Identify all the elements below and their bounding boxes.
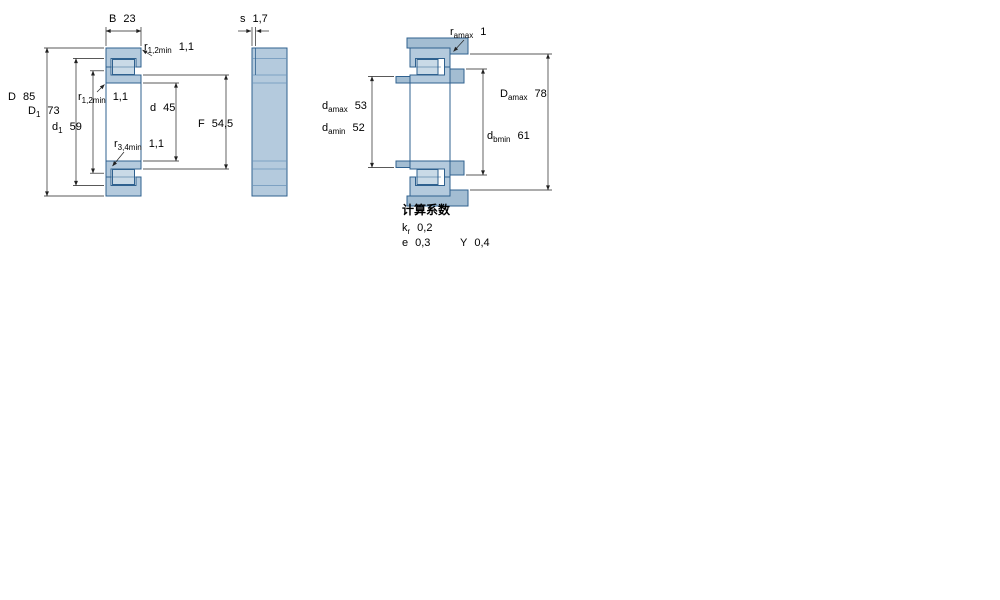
factor-symbol: e: [402, 237, 409, 249]
factor-symbol: k: [402, 222, 408, 234]
dim-symbol: D: [8, 91, 16, 103]
leader-ramax: [453, 39, 465, 52]
dim-subscript: amax: [507, 93, 528, 103]
dim-symbol: d: [487, 130, 494, 142]
dim-value: 1: [480, 26, 487, 38]
outer-ring-top-section: [409, 47, 451, 68]
dim-subscript: amax: [328, 105, 348, 115]
outer-ring-bottom-section: [409, 176, 451, 197]
factor-e: e 0,3: [402, 237, 430, 251]
shaft-shoulder-bottom: [395, 160, 411, 168]
shaft-shoulder-top: [395, 76, 411, 84]
factor-value: 0,2: [417, 222, 433, 234]
dim-label-F: F 54,5: [198, 118, 233, 132]
factor-subscript: r: [407, 227, 411, 237]
leader-r34: [112, 151, 125, 167]
dimension-lines: [44, 27, 552, 197]
abutment-collar-top: [449, 68, 465, 84]
dim-value: 45: [163, 102, 176, 114]
dim-label-d1: d1 59: [52, 121, 82, 135]
dim-value: 1,1: [112, 91, 128, 103]
dim-value: 1,1: [178, 41, 194, 53]
dim-symbol: F: [198, 118, 205, 130]
dim-symbol: d: [52, 121, 59, 133]
leader-r12-top: [142, 49, 153, 57]
dim-value: 61: [517, 130, 530, 142]
factor-kr: kr 0,2: [402, 222, 432, 236]
dim-symbol: r: [450, 26, 454, 38]
calculation-factors-heading: 计算系数: [402, 203, 451, 217]
mounted-bearing-section: [409, 47, 451, 197]
dim-label-r12-left: r1,2min 1,1: [78, 91, 128, 105]
dim-symbol: d: [322, 122, 329, 134]
dim-value: 54,5: [211, 118, 234, 130]
dim-label-s: s 1,7: [240, 13, 268, 27]
dim-label-D: D 85: [8, 91, 35, 105]
abutment-collar-bottom: [449, 160, 465, 176]
dim-subscript: amax: [453, 31, 474, 41]
dim-symbol: d: [150, 102, 157, 114]
dim-symbol: r: [114, 138, 118, 150]
dim-label-r34: r3,4min 1,1: [114, 138, 164, 152]
dim-label-B: B 23: [109, 13, 136, 27]
cross-section-view: [105, 47, 142, 197]
dim-value: 1,7: [252, 13, 268, 25]
dim-label-damin: damin 52: [322, 122, 365, 136]
factor-value: 0,4: [474, 237, 490, 249]
dim-symbol: B: [109, 13, 117, 25]
side-view-ring-edges: [252, 58, 287, 186]
dim-symbol: D: [500, 88, 508, 100]
dim-label-dbmin: dbmin 61: [487, 130, 530, 144]
dim-symbol: r: [78, 91, 82, 103]
dim-symbol: r: [144, 41, 148, 53]
dim-value: 52: [352, 122, 365, 134]
dim-value: 53: [354, 100, 367, 112]
dim-subscript: 1,2min: [147, 46, 172, 56]
side-view-body: [251, 47, 288, 197]
dim-subscript: 1: [58, 126, 63, 136]
dim-value: 23: [123, 13, 136, 25]
dim-value: 1,1: [148, 138, 164, 150]
dim-label-damax: damax 53: [322, 100, 367, 114]
dim-symbol: s: [240, 13, 246, 25]
dim-value: 73: [47, 105, 60, 117]
dim-subscript: 1,2min: [81, 96, 106, 106]
dim-subscript: bmin: [493, 135, 511, 145]
dim-label-Damax: Damax 78: [500, 88, 547, 102]
mounting-view: [395, 37, 469, 207]
dim-label-d: d 45: [150, 102, 175, 116]
leader-r12-left: [96, 84, 105, 93]
dim-label-D1: D1 73: [28, 105, 60, 119]
dim-value: 78: [534, 88, 547, 100]
factor-Y: Y 0,4: [460, 237, 490, 251]
dim-label-ramax: ramax 1: [450, 26, 486, 40]
dim-label-r12-top: r1,2min 1,1: [144, 41, 194, 55]
dim-value: 85: [22, 91, 36, 103]
factor-value: 0,3: [415, 237, 431, 249]
dim-subscript: 3,4min: [117, 143, 142, 153]
dim-subscript: amin: [328, 127, 346, 137]
dim-subscript: 1: [35, 110, 41, 120]
side-view: [251, 47, 288, 197]
dim-symbol: D: [28, 105, 36, 117]
dim-value: 59: [69, 121, 82, 133]
factor-symbol: Y: [460, 237, 468, 249]
dim-symbol: d: [322, 100, 329, 112]
